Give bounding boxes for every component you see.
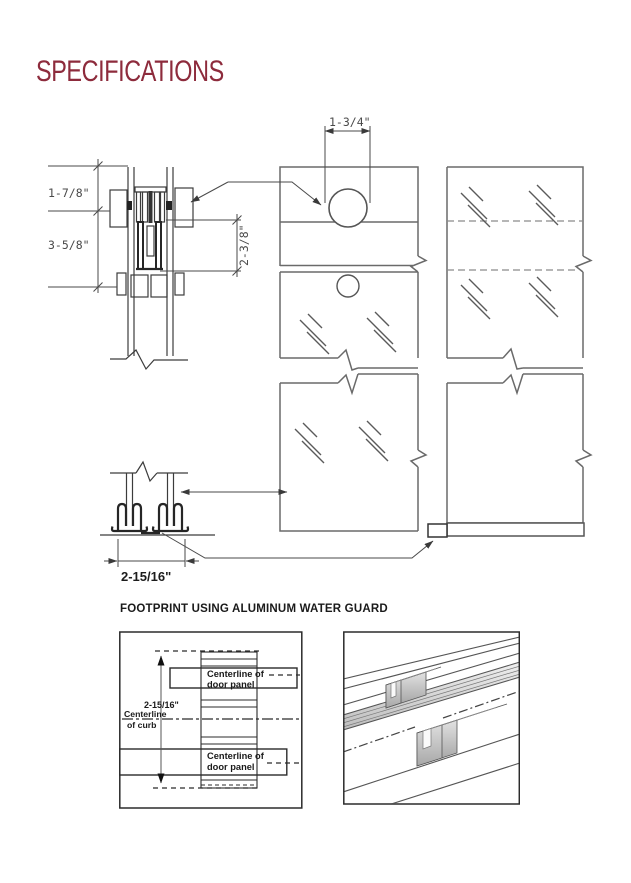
panel-centerline-label-upper-1: Centerline of	[207, 669, 265, 679]
footprint-heading: FOOTPRINT USING ALUMINUM WATER GUARD	[120, 603, 388, 615]
curb-centerline-label-1: Centerline	[124, 709, 167, 719]
dim-curb-width: 2-15/16"	[121, 569, 171, 584]
isometric-border	[343, 631, 520, 805]
panel-elevation-right	[427, 166, 593, 538]
main-technical-drawing: 1-7/8" 3-5/8" 2-3/8" 1-3/4" 2-15/16"	[48, 115, 593, 584]
page-title: SPECIFICATIONS	[36, 55, 224, 88]
water-guard-rail	[446, 522, 585, 537]
dim-hole-spacing: 1-3/4"	[329, 115, 371, 129]
glass-hatch	[528, 276, 559, 318]
glass-hatch	[528, 184, 559, 226]
dim-glass-drop: 2-3/8"	[237, 224, 251, 266]
bottom-sill-detail	[100, 460, 215, 536]
dimension-annotations: 1-7/8" 3-5/8" 2-3/8" 1-3/4" 2-15/16"	[48, 115, 434, 584]
glass-hanger-brackets	[136, 221, 163, 271]
door-panel-band-upper	[169, 667, 298, 689]
dim-track-height: 1-7/8"	[48, 186, 90, 200]
curb-centerlines	[344, 690, 519, 753]
footprint-dim-curb-width: 2-15/16"	[144, 700, 179, 710]
door-panel-band-lower	[119, 748, 288, 776]
aluminum-rail	[344, 661, 519, 731]
dim-assembly-height: 3-5/8"	[48, 238, 90, 252]
water-guard-isometric	[343, 631, 520, 805]
door-pull-hole	[328, 188, 368, 228]
top-track-detail	[109, 167, 194, 371]
glass-hatch	[294, 422, 325, 464]
footprint-border	[119, 631, 303, 809]
glass-channel-front	[416, 703, 508, 767]
door-elevation-middle	[279, 166, 428, 532]
panel-centerline-label-upper-2: door panel	[207, 680, 255, 690]
door-small-hole	[336, 274, 360, 298]
glass-hatch	[366, 311, 397, 353]
glass-channel-back	[385, 666, 442, 709]
water-guard-channels	[110, 502, 190, 535]
glass-hatch	[460, 278, 491, 320]
curb-edges	[344, 636, 519, 804]
panel-centerline-label-lower-1: Centerline of	[207, 751, 265, 761]
glass-hatch	[358, 420, 389, 462]
glass-hatch	[299, 313, 330, 355]
curb-centerline-label-2: of curb	[127, 720, 156, 730]
panel-centerline-label-lower-2: door panel	[207, 762, 255, 772]
footprint-diagram: 2-15/16" Centerline of curb Centerline o…	[119, 631, 303, 809]
water-guard-end-block	[427, 523, 448, 538]
